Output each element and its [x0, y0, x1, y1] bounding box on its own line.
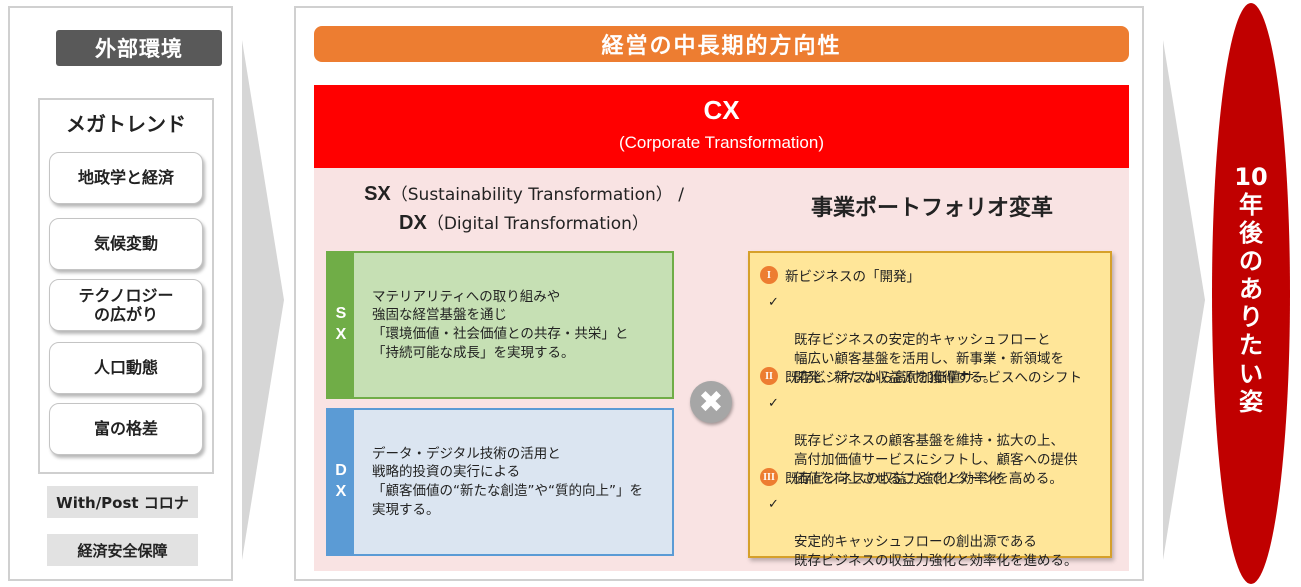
portfolio-title-2: 既存ビジネスから高付加価値サービスへのシフト: [785, 370, 1082, 386]
dx-tag-d: D: [335, 462, 347, 480]
direction-header: 経営の中長期的方向性: [314, 26, 1129, 62]
roman-numeral-2-icon: II: [760, 367, 778, 385]
portfolio-body-1: 既存ビジネスの安定的キャッシュフローと 幅広い顧客基盤を活用し、新事業・新領域を…: [794, 332, 1064, 386]
check-icon: ✓: [768, 497, 779, 512]
portfolio-section-1: I 新ビジネスの「開発」 ✓ 既存ビジネスの安定的キャッシュフローと 幅広い顧客…: [760, 265, 1110, 387]
side-item-with-post-corona: With/Post コロナ: [47, 486, 198, 518]
portfolio-box: I 新ビジネスの「開発」 ✓ 既存ビジネスの安定的キャッシュフローと 幅広い顧客…: [748, 251, 1112, 569]
dx-text: データ・デジタル技術の活用と 戦略的投資の実行による 「顧客価値の“新たな創造”…: [372, 410, 662, 554]
vision-char: 10: [1234, 163, 1268, 191]
sx-abbr: SX: [364, 183, 391, 205]
megatrend-box: メガトレンド 地政学と経済 気候変動 テクノロジー の広がり 人口動態 富の格差: [38, 98, 214, 474]
vision-char: 後: [1239, 219, 1263, 248]
sx-tag: S X: [328, 253, 354, 397]
portfolio-section-3: III 既存ビジネスの収益力強化と効率化 ✓ 安定的キャッシュフローの創出源であ…: [760, 467, 1110, 571]
portfolio-body-2: 既存ビジネスの顧客基盤を維持・拡大の上、 高付加価値サービスにシフトし、顧客への…: [794, 433, 1078, 487]
cx-title: CX: [703, 95, 740, 125]
ideal-future-text: 10 年 後 の あ り た い 姿: [1212, 163, 1290, 416]
external-environment-title: 外部環境: [56, 30, 222, 66]
dx-tag: D X: [328, 410, 354, 554]
portfolio-title-3: 既存ビジネスの収益力強化と効率化: [785, 471, 1001, 487]
cx-block: CX (Corporate Transformation): [314, 85, 1129, 168]
vision-char: 年: [1239, 191, 1263, 220]
dx-line: データ・デジタル技術の活用と: [372, 445, 561, 462]
cx-subtitle: (Corporate Transformation): [618, 133, 825, 152]
vision-char: 姿: [1239, 387, 1263, 416]
megatrend-item-geopolitics: 地政学と経済: [49, 152, 203, 204]
vision-char: あ: [1239, 275, 1263, 304]
dx-box: D X データ・デジタル技術の活用と 戦略的投資の実行による 「顧客価値の“新た…: [326, 408, 674, 556]
vision-char: い: [1239, 359, 1263, 388]
portfolio-title-1: 新ビジネスの「開発」: [785, 269, 920, 285]
portfolio-body-3: 安定的キャッシュフローの創出源である 既存ビジネスの収益力強化と効率化を進める。: [794, 534, 1078, 569]
check-icon: ✓: [768, 396, 779, 411]
vision-char: の: [1239, 247, 1263, 276]
megatrend-item-climate: 気候変動: [49, 218, 203, 270]
dx-line: 実現する。: [372, 501, 440, 518]
megatrend-title: メガトレンド: [66, 112, 186, 136]
vision-char: た: [1239, 331, 1263, 360]
mid-long-term-direction-panel: 経営の中長期的方向性 CX (Corporate Transformation)…: [294, 6, 1144, 581]
sx-text: マテリアリティへの取り組みや 強固な経営基盤を通じ 「環境価値・社会価値との共存…: [372, 253, 662, 397]
sx-line: 「持続可能な成長」を実現する。: [372, 344, 575, 361]
dx-line: 「顧客価値の“新たな創造”や“質的向上”」を: [372, 483, 643, 499]
vision-char: り: [1239, 303, 1263, 332]
megatrend-item-wealth-gap: 富の格差: [49, 403, 203, 455]
dx-abbr: DX: [399, 212, 427, 234]
ideal-future-oval: 10 年 後 の あ り た い 姿: [1212, 3, 1290, 584]
sx-box: S X マテリアリティへの取り組みや 強固な経営基盤を通じ 「環境価値・社会価値…: [326, 251, 674, 399]
sx-tag-s: S: [335, 305, 347, 323]
sxdx-heading: SX（Sustainability Transformation） / DX（D…: [344, 180, 704, 238]
sx-line: マテリアリティへの取り組みや: [372, 288, 561, 305]
chevron-arrow-icon: [1163, 40, 1205, 560]
transformation-area: SX（Sustainability Transformation） / DX（D…: [314, 168, 1129, 571]
side-item-economic-security: 経済安全保障: [47, 534, 198, 566]
megatrend-item-demographics: 人口動態: [49, 342, 203, 394]
dx-full: （Digital Transformation）: [426, 214, 649, 234]
chevron-arrow-icon: [242, 40, 284, 560]
portfolio-heading: 事業ポートフォリオ変革: [810, 196, 1053, 221]
roman-numeral-3-icon: III: [760, 468, 778, 486]
roman-numeral-1-icon: I: [760, 266, 778, 284]
check-icon: ✓: [768, 295, 779, 310]
portfolio-section-2: II 既存ビジネスから高付加価値サービスへのシフト ✓ 既存ビジネスの顧客基盤を…: [760, 366, 1110, 488]
external-environment-panel: 外部環境 メガトレンド 地政学と経済 気候変動 テクノロジー の広がり 人口動態…: [8, 6, 233, 581]
times-icon: ✖: [690, 381, 732, 423]
dx-tag-x: X: [335, 483, 347, 500]
sx-full: （Sustainability Transformation） /: [390, 185, 684, 205]
sx-line: 強固な経営基盤を通じ: [372, 307, 507, 324]
sx-line: 「環境価値・社会価値との共存・共栄」と: [372, 326, 629, 342]
sx-tag-x: X: [335, 326, 347, 343]
megatrend-item-technology: テクノロジー の広がり: [49, 279, 203, 331]
dx-line: 戦略的投資の実行による: [372, 464, 521, 481]
